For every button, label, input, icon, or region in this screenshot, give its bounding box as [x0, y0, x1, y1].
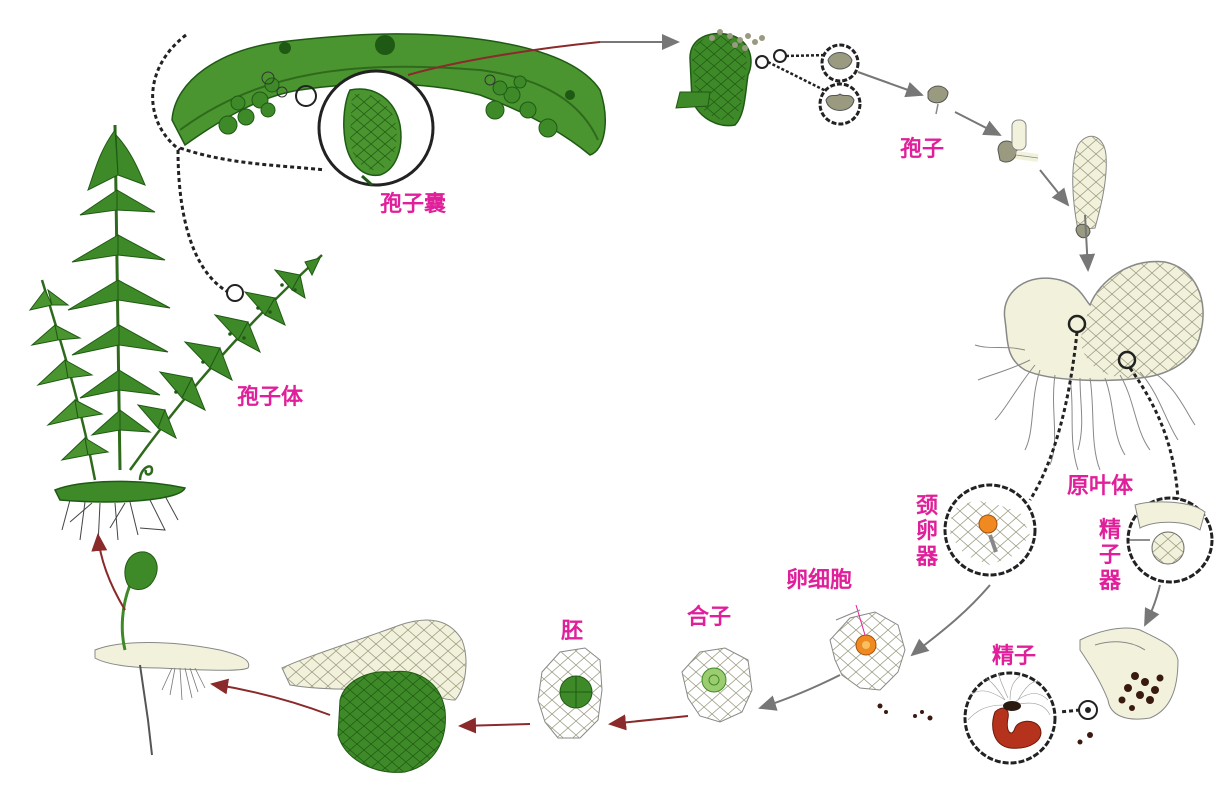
label-spore: 孢子: [900, 137, 945, 162]
prothallus: [974, 260, 1204, 471]
spore-closeups: [818, 43, 862, 126]
label-antheridium: 精子器: [1098, 518, 1121, 594]
label-embryo: 胚: [561, 619, 584, 644]
egg-cell-pointer: [855, 604, 866, 636]
zygote: [681, 647, 753, 723]
label-zygote: 合子: [687, 605, 732, 630]
sperm-closeup: [963, 671, 1057, 765]
antheridium-releasing: [1077, 627, 1179, 745]
young-sporophyte: [94, 551, 250, 756]
label-prothallus: 原叶体: [1067, 474, 1134, 499]
label-sporophyte: 孢子体: [237, 385, 304, 410]
sporangium-leaflet: [171, 33, 606, 187]
antheridium-closeup: [1126, 496, 1214, 584]
embryo: [537, 647, 603, 739]
archegonium-with-egg: [829, 604, 906, 691]
spore-germination: [927, 85, 1107, 272]
sporangium-dehiscing: [675, 29, 829, 127]
label-archegonium: 颈卵器: [915, 494, 938, 570]
young-sporophyte-in-prothallus: [281, 619, 467, 773]
archegonium-closeup: [943, 483, 1037, 577]
label-sperm: 精子: [992, 644, 1037, 669]
label-sporangium: 孢子囊: [380, 192, 447, 217]
sporophyte-fern: [28, 124, 323, 546]
zoom-guide-lines: [151, 33, 326, 294]
label-egg-cell: 卵细胞: [786, 568, 853, 593]
